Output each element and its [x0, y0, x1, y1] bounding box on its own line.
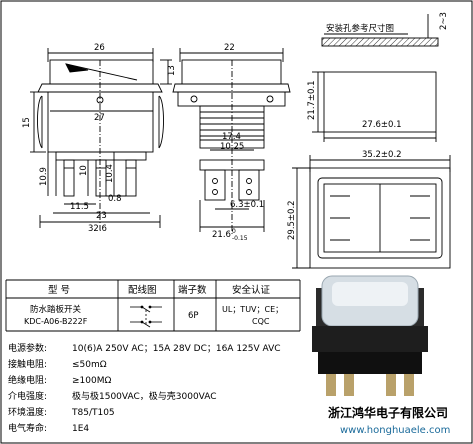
header-wiring: 配线图 [128, 284, 157, 296]
front-view [30, 48, 172, 230]
spec-value-5: 1E4 [72, 424, 89, 434]
table-text: 型 号 配线图 端子数 安全认证 防水踏板开关 KDC-A06-B222F 6P… [24, 284, 283, 326]
company-url: www.honghuaele.com [340, 425, 450, 436]
wiring-diagram [130, 305, 162, 328]
cutout-width: 27.6±0.1 [362, 120, 402, 130]
dim-overall-width: 32.6 [88, 224, 107, 234]
dim-pin-h: 10 [79, 165, 89, 176]
spec-value-2: ≥100MΩ [72, 376, 111, 386]
dim-height: 15 [22, 117, 32, 128]
spec-label-2: 绝缘电阻: [8, 374, 47, 386]
cert-line2: CQC [252, 317, 270, 326]
model-line2: KDC-A06-B222F [24, 317, 88, 326]
dim-top-width: 26 [94, 43, 105, 53]
cutout-labels: 安装孔参考尺寸图 2~3 21.7±0.1 27.6±0.1 [307, 12, 449, 130]
header-pins: 端子数 [178, 284, 207, 296]
cutout-thickness: 2~3 [439, 12, 449, 30]
dim-inner-width: 27 [94, 113, 105, 123]
cutout-title: 安装孔参考尺寸图 [326, 23, 394, 34]
company-block: 浙江鸿华电子有限公司 www.honghuaele.com [328, 405, 450, 436]
model-line1: 防水踏板开关 [30, 304, 82, 315]
dim-top-right: 13 [167, 65, 177, 76]
side-dim-pin: 6.3±0.1 [230, 200, 264, 210]
dim-pin-width: 0.8 [108, 194, 122, 204]
product-photo [312, 275, 428, 396]
spec-label-1: 接触电阻: [8, 358, 47, 370]
side-dim-bottom-tol-top: 0 [232, 228, 236, 235]
header-cert: 安全认证 [232, 284, 271, 296]
bottom-view [292, 155, 451, 269]
bottom-view-labels: 35.2±0.2 29.5±0.2 [287, 150, 402, 240]
spec-label-0: 电源参数: [8, 342, 47, 354]
spec-list: 电源参数: 10(6)A 250V AC；15A 28V DC；16A 125V… [8, 342, 281, 434]
pin-count: 6P [188, 311, 199, 321]
spec-label-3: 介电强度: [8, 390, 47, 402]
spec-label-4: 环境温度: [8, 406, 47, 418]
side-dim-pitch: 10.25 [220, 142, 244, 152]
spec-label-5: 电气寿命: [8, 422, 47, 434]
company-name: 浙江鸿华电子有限公司 [328, 405, 448, 420]
spec-value-3: 极与极1500VAC，极与壳3000VAC [72, 390, 217, 402]
cert-line1: UL；TUV；CE； [222, 305, 283, 314]
side-dim-bottom: 21.6 [212, 230, 231, 240]
spec-value-1: ≤50mΩ [72, 360, 107, 370]
spec-value-0: 10(6)A 250V AC；15A 28V DC；16A 125V AVC [72, 344, 281, 354]
cutout-view [312, 14, 439, 142]
side-dim-width2: 17.4 [222, 132, 241, 142]
dim-bottom-width: 23 [96, 211, 107, 221]
header-model: 型 号 [48, 285, 70, 296]
side-view [172, 48, 291, 235]
front-view-labels: 26 27 13 15 10.9 10 10.4 11.5 0.8 23 32.… [22, 43, 177, 234]
dim-pin-len: 10.9 [39, 167, 49, 186]
spec-value-4: T85/T105 [71, 408, 115, 418]
bottom-width: 35.2±0.2 [362, 150, 402, 160]
dim-pitch: 11.5 [70, 202, 89, 212]
side-view-labels: 22 17.4 10.25 6.3±0.1 21.6 0 -0.15 [212, 43, 264, 242]
side-dim-top: 22 [224, 43, 235, 53]
bottom-height: 29.5±0.2 [287, 200, 297, 240]
side-dim-bottom-tol: -0.15 [232, 235, 248, 242]
cutout-height: 21.7±0.1 [307, 80, 317, 120]
dim-pin-h2: 10.4 [105, 164, 115, 183]
spec-table [5, 279, 301, 332]
